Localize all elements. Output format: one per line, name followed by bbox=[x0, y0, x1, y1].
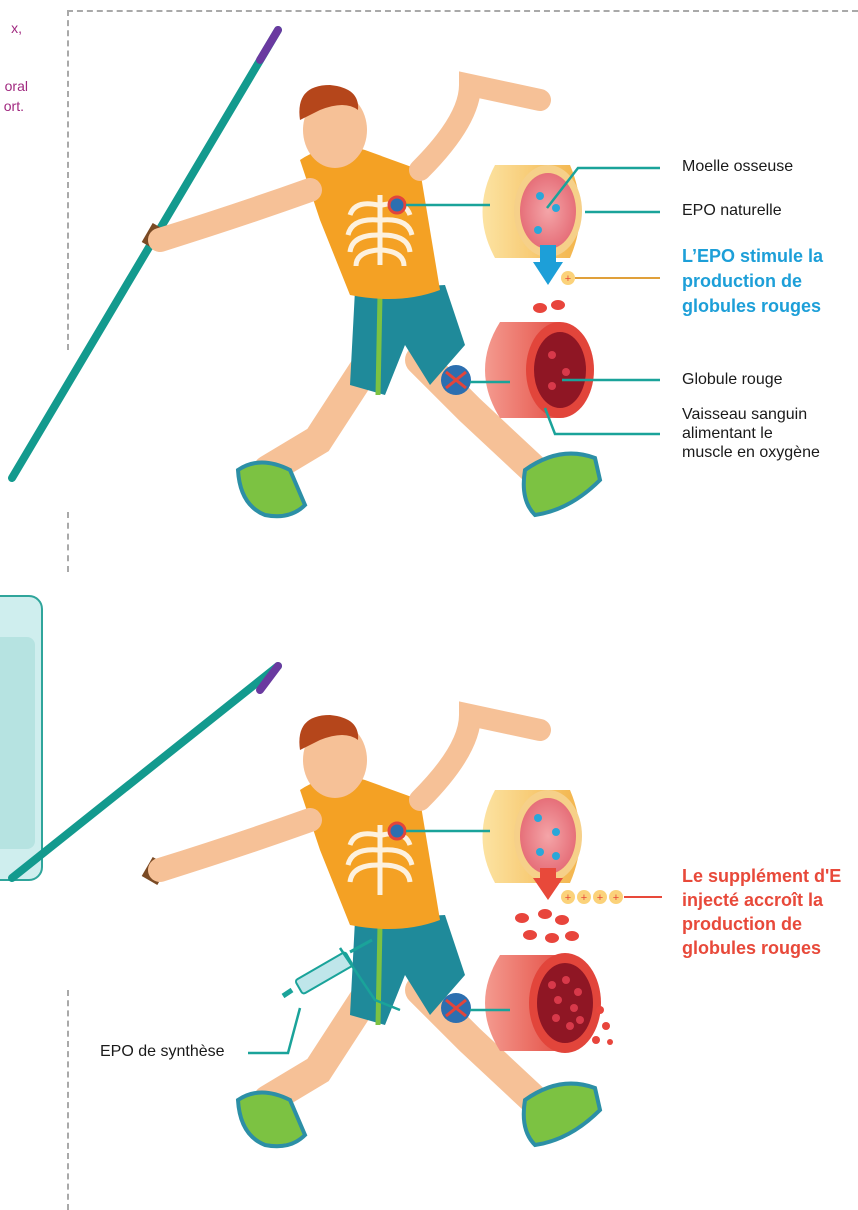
label-vessel-line2: alimentant le bbox=[682, 424, 773, 444]
label-vessel-line1: Vaisseau sanguin bbox=[682, 405, 807, 425]
label-natural-epo: EPO naturelle bbox=[682, 201, 782, 221]
vessel-section-bottom bbox=[485, 953, 613, 1053]
label-red-cell: Globule rouge bbox=[682, 370, 783, 390]
athlete-top bbox=[12, 30, 600, 516]
label-vessel-line3: muscle en oxygène bbox=[682, 443, 820, 463]
bone-section-bottom bbox=[483, 790, 583, 883]
svg-text:+: + bbox=[565, 892, 571, 904]
note-supplement-line2: injecté accroît la bbox=[682, 890, 823, 911]
bone-section-top bbox=[483, 165, 583, 258]
label-synthetic-epo: EPO de synthèse bbox=[100, 1042, 225, 1062]
note-epo-stimulates-line1: L’EPO stimule la bbox=[682, 246, 823, 267]
vessel-section-top bbox=[485, 322, 594, 418]
note-supplement-line1: Le supplément d'E bbox=[682, 866, 841, 887]
note-supplement-line3: production de bbox=[682, 914, 802, 935]
svg-text:+: + bbox=[613, 892, 619, 904]
note-epo-stimulates-line3: globules rouges bbox=[682, 296, 821, 317]
note-supplement-line4: globules rouges bbox=[682, 938, 821, 959]
svg-text:+: + bbox=[581, 892, 587, 904]
athlete-bottom bbox=[12, 666, 600, 1146]
label-bone-marrow: Moelle osseuse bbox=[682, 157, 793, 177]
javelin-top bbox=[12, 30, 278, 478]
note-epo-stimulates-line2: production de bbox=[682, 271, 802, 292]
svg-text:+: + bbox=[565, 273, 571, 285]
svg-text:+: + bbox=[597, 892, 603, 904]
